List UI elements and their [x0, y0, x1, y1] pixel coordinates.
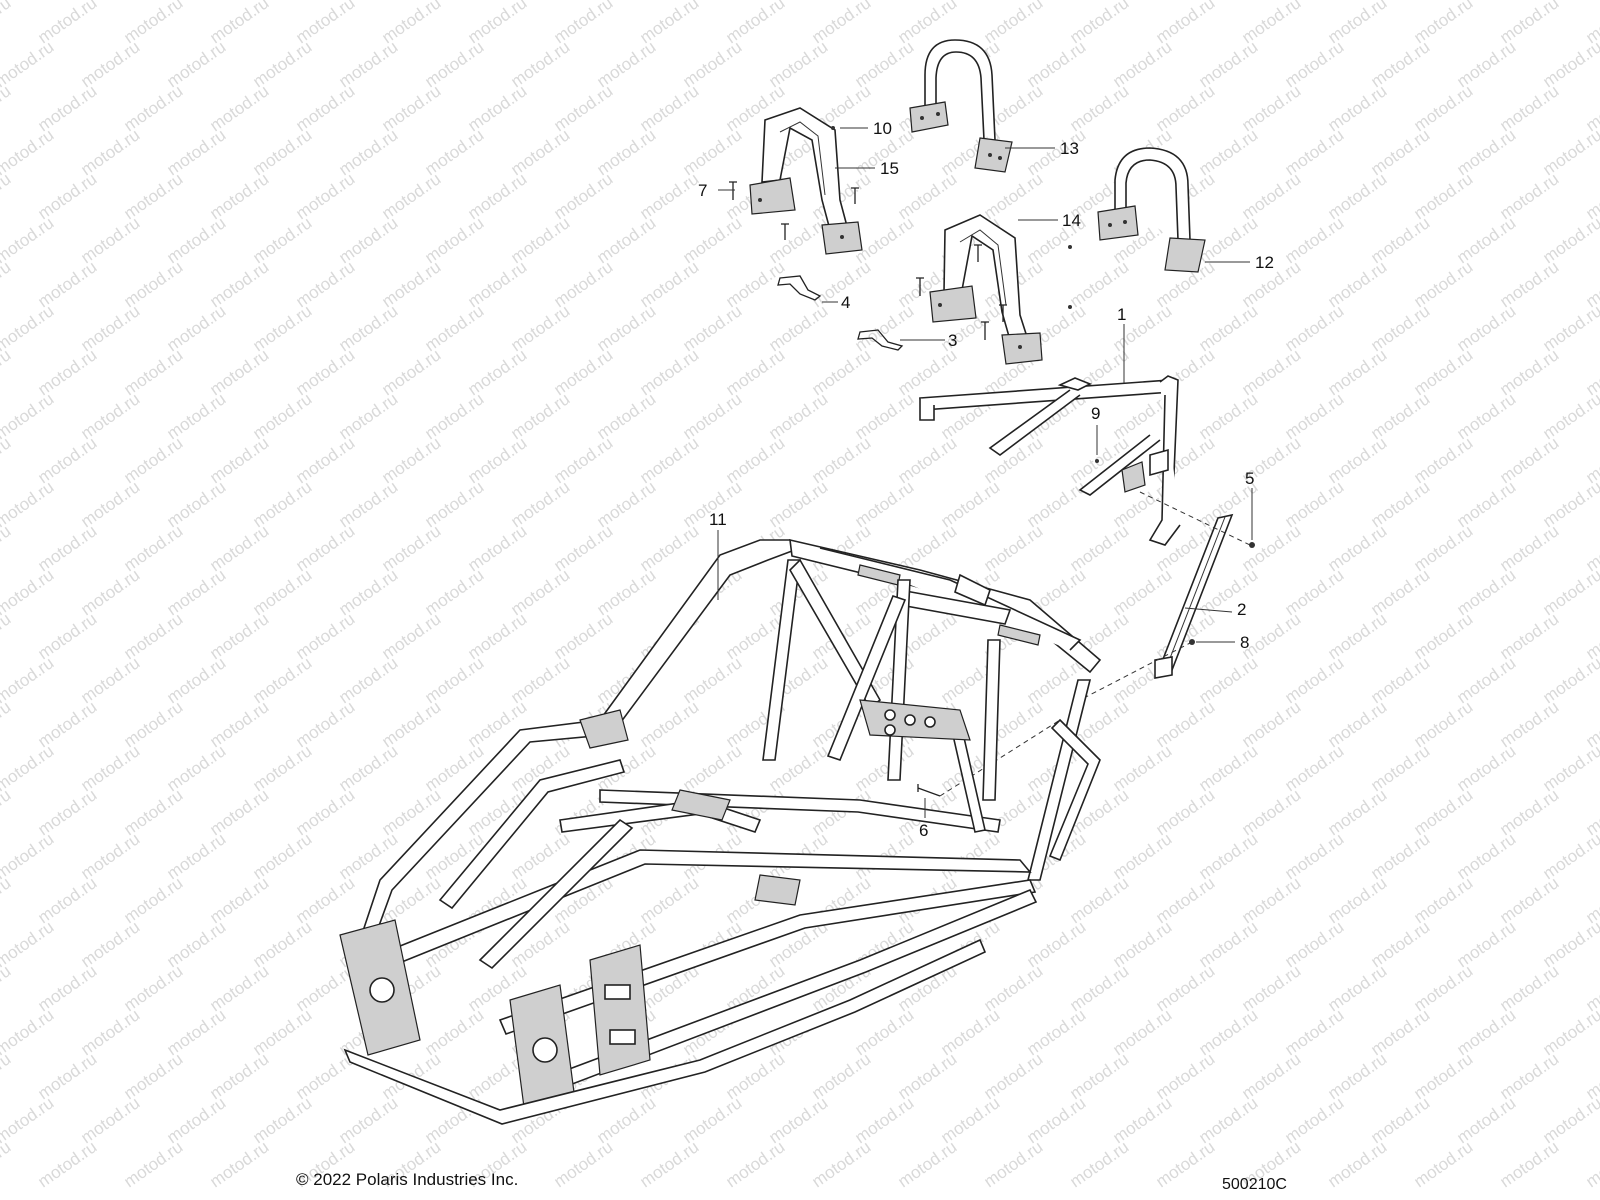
watermark-text: motod.ru: [0, 653, 57, 707]
watermark-text: motod.ru: [0, 433, 14, 487]
callout-14: 14: [1062, 211, 1081, 230]
part-14-seat-brace[interactable]: [929, 214, 1043, 365]
watermark-text: motod.ru: [0, 609, 14, 663]
callout-3: 3: [948, 331, 957, 350]
watermark-text: motod.ru: [0, 0, 14, 47]
watermark-text: motod.ru: [0, 961, 14, 1015]
watermark-text: motod.ru: [894, 1137, 960, 1191]
part-4-bracket[interactable]: [777, 275, 822, 301]
watermark-text: motod.ru: [0, 873, 14, 927]
watermark-text: motod.ru: [0, 785, 14, 839]
watermark-text: motod.ru: [0, 829, 57, 883]
part-6-bolt[interactable]: [917, 784, 941, 797]
watermark-text: motod.ru: [0, 37, 57, 91]
watermark-text: motod.ru: [0, 1049, 14, 1103]
watermark-text: motod.ru: [0, 741, 57, 795]
part-15-seat-brace[interactable]: [749, 107, 863, 255]
watermark-text: motod.ru: [980, 1137, 1046, 1191]
part-5-nut[interactable]: [1249, 542, 1255, 548]
watermark-text: motod.ru: [0, 521, 14, 575]
assembly-lines: [939, 491, 1251, 797]
watermark-text: motod.ru: [1066, 1137, 1132, 1191]
part-3-bracket[interactable]: [857, 329, 904, 351]
watermark-text: motod.ru: [636, 1137, 702, 1191]
callout-8: 8: [1240, 633, 1249, 652]
watermark-text: motod.ru: [0, 125, 57, 179]
callout-2: 2: [1237, 600, 1246, 619]
watermark-text: motod.ru: [34, 1137, 100, 1191]
callout-11: 11: [709, 510, 727, 529]
part-11-main-frame[interactable]: [339, 538, 1102, 1125]
watermark-text: motod.ru: [0, 565, 57, 619]
callout-1: 1: [1117, 305, 1126, 324]
watermark-text: motod.ru: [0, 1005, 57, 1059]
watermark-text: motod.ru: [0, 1093, 57, 1147]
watermark-text: motod.ru: [0, 345, 14, 399]
watermark-text: motod.ru: [206, 1137, 272, 1191]
watermark-text: motod.ru: [0, 697, 14, 751]
watermark-text: motod.ru: [1582, 1137, 1600, 1191]
callout-12: 12: [1255, 253, 1274, 272]
watermark-text: motod.ru: [0, 389, 57, 443]
watermark-text: motod.ru: [550, 1137, 616, 1191]
callout-13: 13: [1060, 139, 1079, 158]
callout-7: 7: [698, 181, 707, 200]
watermark-text: motod.ru: [120, 1137, 186, 1191]
diagram-id: 500210C: [1222, 1176, 1287, 1193]
watermark-text: motod.ru: [1152, 1137, 1218, 1191]
watermark-text: motod.ru: [0, 169, 14, 223]
watermark-text: motod.ru: [1324, 1137, 1390, 1191]
watermark-text: motod.ru: [1410, 1137, 1476, 1191]
copyright-text: © 2022 Polaris Industries Inc.: [296, 1170, 519, 1189]
watermark-text: motod.ru: [1496, 1137, 1562, 1191]
watermark-text: motod.ru: [0, 257, 14, 311]
watermark-text: motod.ru: [0, 917, 57, 971]
watermark-text: motod.ru: [0, 213, 57, 267]
watermark-text: motod.ru: [0, 1137, 14, 1191]
watermark-text: motod.ru: [0, 477, 57, 531]
watermark-text: motod.ru: [0, 81, 14, 135]
watermark-text: motod.ru: [0, 301, 57, 355]
callouts: 1 2 3 4 5 6 7 8 9 10 11 12 13 14 15: [698, 119, 1274, 840]
watermark-text: motod.ru: [722, 1137, 788, 1191]
callout-9: 9: [1091, 404, 1100, 423]
part-2-strut[interactable]: [1154, 513, 1234, 679]
part-13-roll-hoop[interactable]: [909, 39, 1013, 173]
leader-lines: [717, 127, 1253, 818]
part-12-roll-hoop[interactable]: [1097, 147, 1206, 273]
callout-5: 5: [1245, 469, 1254, 488]
callout-4: 4: [841, 293, 850, 312]
callout-6: 6: [919, 821, 928, 840]
bolts-group: [729, 126, 1072, 340]
callout-10: 10: [873, 119, 892, 138]
watermark-text: motod.ru: [808, 1137, 874, 1191]
callout-15: 15: [880, 159, 899, 178]
